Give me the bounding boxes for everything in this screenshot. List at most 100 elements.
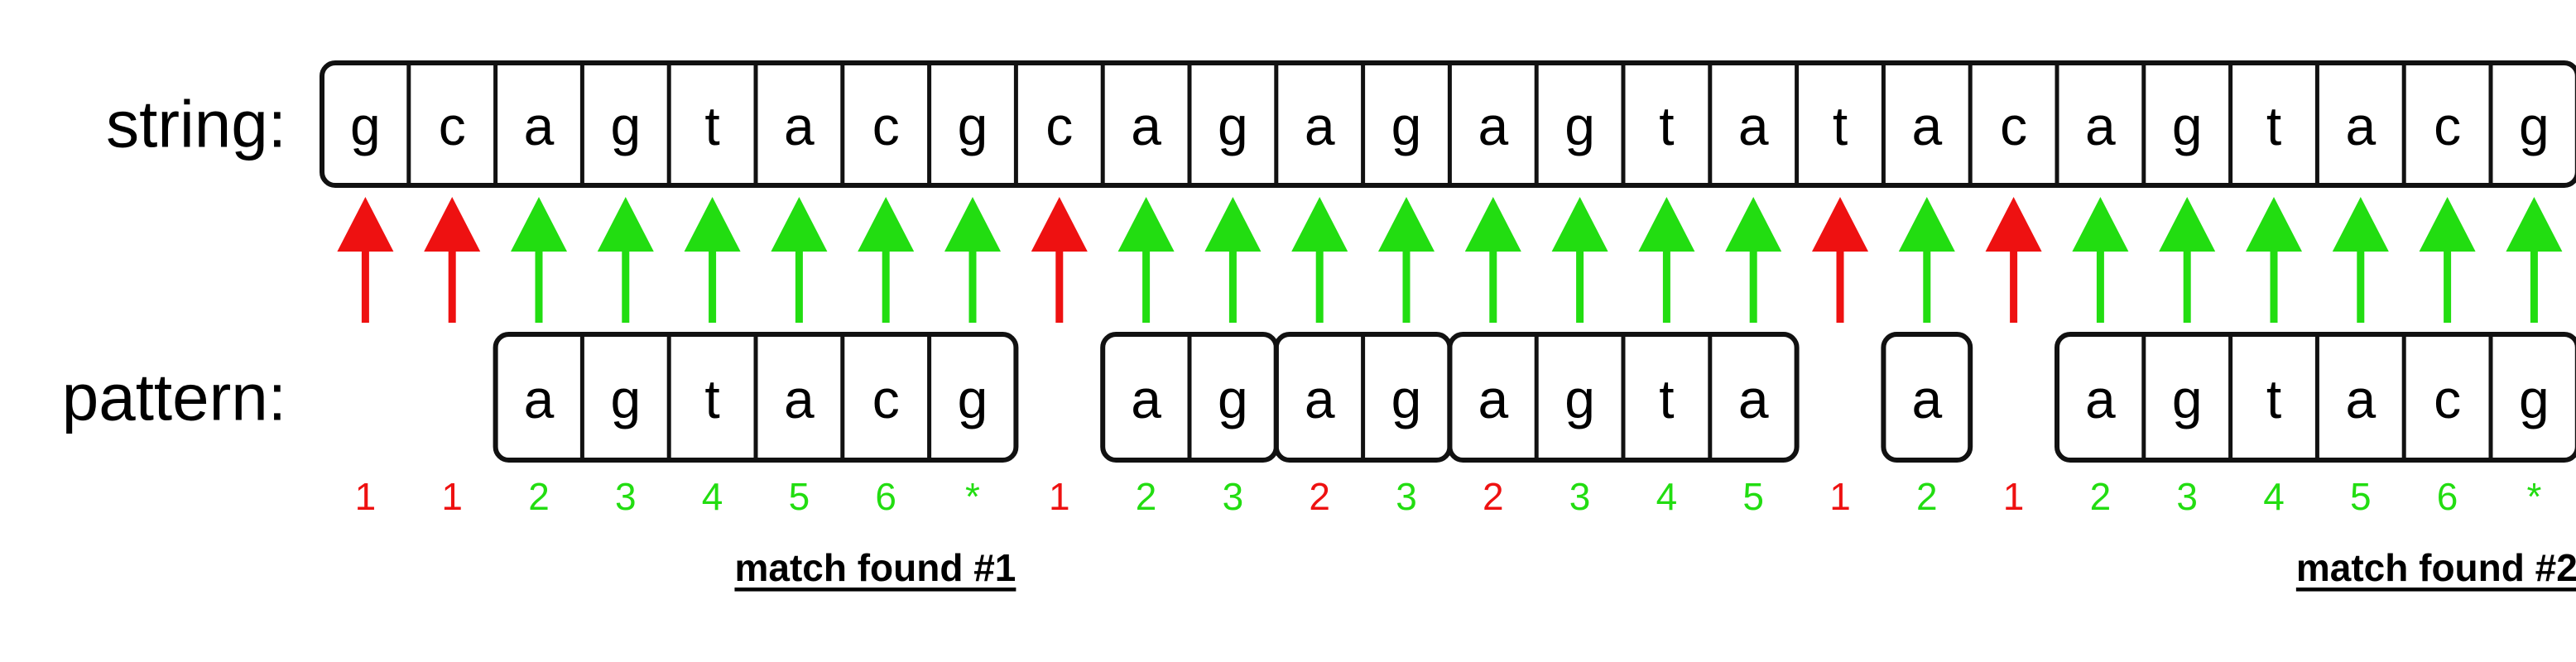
step-number: 1 [355,475,377,518]
step-number: 3 [2176,475,2198,518]
match-arrow-icon [1551,197,1608,323]
mismatch-arrow-icon [1031,197,1088,323]
step-number: 2 [1309,475,1330,518]
match-arrow-icon [1638,197,1695,323]
pattern-char: a [2085,368,2116,429]
match-found-caption: match found #1 [734,546,1016,589]
string-label: string: [106,88,286,161]
step-number: 5 [2350,475,2372,518]
pattern-char: a [784,368,815,429]
string-char: g [350,95,381,156]
string-char: a [1738,95,1769,156]
step-number: 3 [1396,475,1417,518]
arrow-row [337,197,2563,323]
match-found-caption: match found #2 [2296,546,2576,589]
mismatch-arrow-icon [1985,197,2042,323]
string-char: t [1833,95,1848,156]
string-char: a [1131,95,1161,156]
match-arrow-icon [1725,197,1782,323]
step-number: 1 [1049,475,1070,518]
pattern-char: a [1478,368,1508,429]
step-number: 6 [2437,475,2458,518]
step-number: 5 [1742,475,1764,518]
step-number: 3 [1569,475,1591,518]
step-number: 6 [875,475,896,518]
pattern-char: a [1131,368,1161,429]
step-number: 3 [615,475,637,518]
match-arrow-icon [597,197,654,323]
pattern-char: g [1391,368,1422,429]
string-char: a [1478,95,1508,156]
pattern-char: c [2434,368,2461,429]
string-char: a [1305,95,1335,156]
pattern-box [1881,332,1973,463]
match-arrow-icon [2332,197,2389,323]
match-arrow-icon [2419,197,2476,323]
string-char: a [524,95,555,156]
step-number: 2 [1483,475,1504,518]
string-char: g [958,95,988,156]
step-number: 1 [441,475,463,518]
pattern-char: c [872,368,900,429]
string-char: g [610,95,641,156]
step-number: 5 [789,475,810,518]
string-char: a [1911,95,1942,156]
match-arrow-icon [2246,197,2302,323]
step-number: 1 [1829,475,1851,518]
step-number: * [2526,475,2541,518]
string-char: a [2085,95,2116,156]
step-number: 2 [1916,475,1938,518]
match-arrow-icon [1117,197,1175,323]
string-char: c [1045,95,1073,156]
step-number: 1 [2003,475,2025,518]
pattern-char: t [704,368,719,429]
pattern-group: a [1881,332,1973,463]
step-number: 4 [2263,475,2285,518]
match-arrow-icon [511,197,567,323]
pattern-char: g [2519,368,2550,429]
string-char: g [2172,95,2203,156]
string-char: c [872,95,900,156]
match-arrow-icon [858,197,915,323]
mismatch-arrow-icon [337,197,394,323]
pattern-label: pattern: [62,361,286,434]
match-arrow-icon [944,197,1001,323]
mismatch-arrow-icon [1812,197,1868,323]
step-number: 2 [1136,475,1157,518]
match-arrow-icon [1898,197,1955,323]
pattern-char: a [1738,368,1769,429]
pattern-char: g [610,368,641,429]
match-arrow-icon [2159,197,2216,323]
mismatch-arrow-icon [424,197,481,323]
match-arrow-icon [1291,197,1348,323]
string-char: c [439,95,466,156]
match-arrow-icon [2506,197,2563,323]
string-char: g [2519,95,2550,156]
string-char: t [2266,95,2281,156]
pattern-char: g [958,368,988,429]
string-char: c [2434,95,2461,156]
pattern-char: g [2172,368,2203,429]
step-number: 2 [528,475,550,518]
pattern-char: a [524,368,555,429]
step-number: 4 [702,475,723,518]
step-number: 3 [1223,475,1244,518]
pattern-char: a [1911,368,1942,429]
string-char: a [2345,95,2376,156]
string-char: g [1218,95,1248,156]
match-arrow-icon [1378,197,1435,323]
string-char: a [784,95,815,156]
string-char: t [704,95,719,156]
step-number: 4 [1656,475,1678,518]
step-number: 2 [2090,475,2112,518]
match-arrow-icon [684,197,741,323]
string-char: g [1391,95,1422,156]
